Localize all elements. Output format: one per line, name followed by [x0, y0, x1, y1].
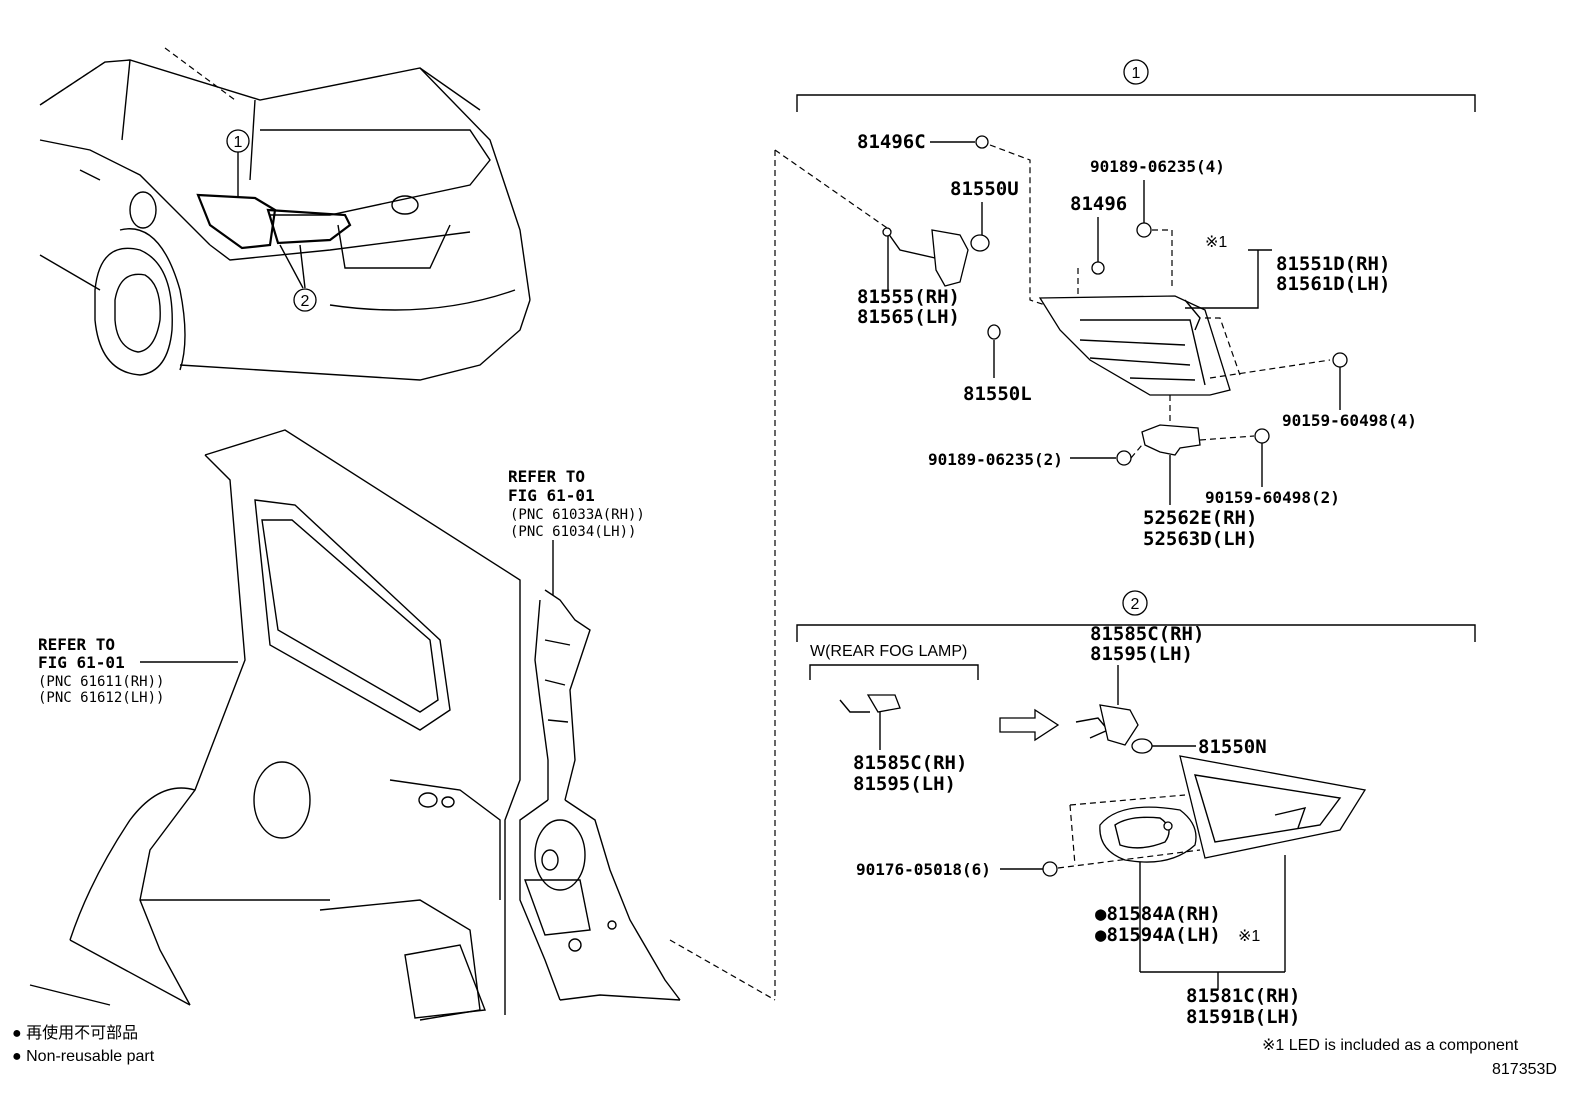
socket-81585c-icon [1099, 704, 1139, 746]
label-81551d-rh: 81551D(RH) [1276, 253, 1390, 275]
label-90189-06235-4: 90189-06235(4) [1090, 157, 1225, 176]
refer-left-block: REFER TO FIG 61-01 (PNC 61611(RH)) (PNC … [38, 635, 164, 706]
refer-center-pnc1: (PNC 61033A(RH)) [510, 507, 645, 523]
label-90159-60498-2: 90159-60498(2) [1205, 488, 1340, 507]
nut-81496-icon [1091, 261, 1105, 275]
label-90159-60498-4: 90159-60498(4) [1282, 411, 1417, 430]
callout-marker-2-vehicle: 2 [293, 288, 317, 312]
label-81550l: 81550L [963, 383, 1032, 405]
label-81594a-lh: ●81594A(LH) [1095, 924, 1221, 946]
svg-text:1: 1 [1132, 65, 1141, 82]
refer-center-line1: REFER TO [508, 467, 585, 486]
label-81584a-rh: ●81584A(RH) [1095, 903, 1221, 925]
label-81585c-rh-option: 81585C(RH) [853, 752, 967, 774]
detail-leader-line [669, 939, 776, 1001]
group1-parts [774, 135, 1348, 505]
refer-center-pnc2: (PNC 61034(LH)) [510, 524, 636, 540]
pillar-illustration [519, 589, 681, 1001]
label-90189-06235-2: 90189-06235(2) [928, 450, 1063, 469]
label-81595-lh-option: 81595(LH) [853, 773, 956, 795]
clip-90176-icon [1042, 861, 1058, 877]
refer-left-pnc2: (PNC 61612(LH)) [38, 690, 164, 706]
note-mark-1-lower: ※1 [1238, 928, 1260, 945]
screw-90189-2-icon [1116, 450, 1132, 466]
bulb-81550l-icon [987, 324, 1001, 340]
tail-lamp-81551d-icon [1038, 295, 1231, 396]
footnote-led: ※1 LED is included as a component [1262, 1037, 1519, 1054]
socket-81555-icon [931, 229, 969, 287]
svg-text:1: 1 [234, 134, 243, 151]
refer-center-line2: FIG 61-01 [508, 486, 595, 505]
callout-marker-1-vehicle: 1 [226, 129, 250, 153]
svg-text:2: 2 [1131, 596, 1140, 613]
retainer-52562e-icon [1141, 424, 1201, 456]
group1-labels: 81496C 81550U 81555(RH) 81565(LH) 81550L… [857, 131, 1417, 550]
vehicle-rear-illustration [39, 47, 531, 381]
refer-left-line1: REFER TO [38, 635, 115, 654]
bulb-81550u-icon [970, 234, 990, 252]
garnish-lamp-81581c-icon [1179, 755, 1367, 859]
label-81565-lh: 81565(LH) [857, 306, 960, 328]
label-90176-05018-6: 90176-05018(6) [856, 860, 991, 879]
nut-81496c-icon [975, 135, 989, 149]
gasket-81584a-icon [1099, 806, 1197, 863]
figure-id: 817353D [1492, 1061, 1557, 1078]
label-81550n: 81550N [1198, 736, 1267, 758]
group1-bracket: 1 [796, 59, 1476, 112]
label-81550u: 81550U [950, 178, 1019, 200]
refer-left-line2: FIG 61-01 [38, 653, 125, 672]
legend-english: ● Non-reusable part [12, 1048, 155, 1065]
label-81595-lh-top: 81595(LH) [1090, 643, 1193, 665]
label-81561d-lh: 81561D(LH) [1276, 273, 1390, 295]
screw-90159-4-icon [1332, 352, 1348, 368]
group2-labels: W(REAR FOG LAMP) 81585C(RH) 81595(LH) 81… [810, 623, 1300, 1028]
refer-center-block: REFER TO FIG 61-01 (PNC 61033A(RH)) (PNC… [508, 467, 645, 540]
label-52563d-lh: 52563D(LH) [1143, 528, 1257, 550]
bulb-81550n-icon [1131, 738, 1153, 754]
refer-left-pnc1: (PNC 61611(RH)) [38, 674, 164, 690]
label-rear-fog-lamp: W(REAR FOG LAMP) [810, 643, 967, 660]
label-81555-rh: 81555(RH) [857, 286, 960, 308]
svg-text:2: 2 [301, 293, 310, 310]
screw-90159-2-icon [1254, 428, 1270, 444]
note-mark-1-upper: ※1 [1205, 234, 1227, 251]
socket-81585c-option-icon [866, 694, 901, 713]
group2-parts [809, 664, 1367, 990]
quarter-panel-illustration [29, 429, 521, 1021]
group2-bracket: 2 [796, 590, 1476, 642]
legend-japanese: ● 再使用不可部品 [12, 1024, 138, 1042]
arrow-icon [999, 708, 1060, 742]
label-81581c-rh: 81581C(RH) [1186, 985, 1300, 1007]
label-81496c: 81496C [857, 131, 926, 153]
label-81591b-lh: 81591B(LH) [1186, 1006, 1300, 1028]
label-52562e-rh: 52562E(RH) [1143, 507, 1257, 529]
label-81585c-rh-top: 81585C(RH) [1090, 623, 1204, 645]
legend: ● 再使用不可部品 ● Non-reusable part [12, 1024, 155, 1065]
screw-90189-4-icon [1136, 222, 1152, 238]
label-81496: 81496 [1070, 193, 1127, 215]
